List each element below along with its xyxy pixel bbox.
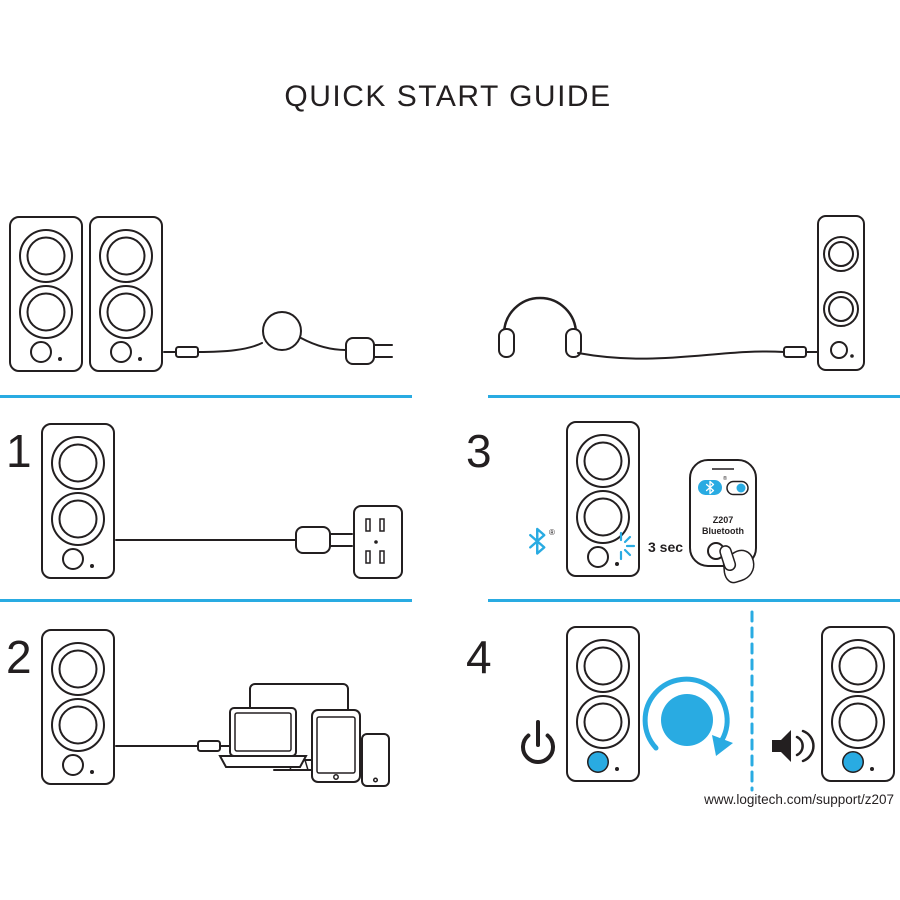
step-3-number: 3	[466, 425, 492, 477]
cable-coil	[262, 311, 302, 351]
rotate-arrow	[642, 676, 730, 751]
bluetooth-icon: ®	[529, 527, 555, 555]
headphone-earcup	[565, 328, 582, 358]
registered-mark: ®	[549, 528, 555, 537]
power-plug-icon	[295, 526, 331, 554]
power-icon	[521, 720, 555, 764]
step-1-section: 1	[6, 423, 403, 579]
device-label-bluetooth: Bluetooth	[702, 526, 744, 536]
phone-icon	[361, 733, 390, 787]
cable-segment	[197, 342, 263, 353]
step-4-section: 4	[466, 610, 895, 792]
power-plug-icon	[345, 337, 375, 365]
toggle-knob	[736, 483, 746, 493]
divider-line	[488, 599, 900, 602]
device-label-model: Z207	[713, 515, 734, 525]
bluetooth-panel-closeup: ® Z207 Bluetooth	[689, 459, 757, 584]
speaker-pair-illustration	[9, 216, 163, 372]
step-2-number: 2	[6, 631, 32, 683]
laptop-screen	[234, 712, 292, 752]
aux-plug-icon	[197, 740, 221, 752]
power-knob-led	[843, 752, 863, 772]
speaker-icon	[41, 629, 115, 785]
headphone-earcup	[498, 328, 515, 358]
divider-line	[0, 599, 412, 602]
registered-mark: ®	[723, 475, 727, 482]
bluetooth-rune-icon	[705, 480, 715, 495]
hold-duration-label: 3 sec	[648, 539, 683, 555]
divider-line	[488, 395, 900, 398]
rotate-arrowhead	[712, 735, 733, 756]
pointing-hand-icon	[719, 545, 755, 584]
headphones-illustration	[498, 215, 865, 371]
volume-icon	[772, 729, 815, 763]
tablet-home-button	[333, 774, 339, 780]
speaker-icon	[9, 216, 83, 372]
tablet-screen	[316, 716, 356, 774]
speaker-icon	[41, 423, 115, 579]
power-cable-illustration	[163, 311, 393, 365]
step-3-section: 3 ® 3 sec ® Z207 Blue	[466, 421, 757, 584]
step-4-number: 4	[466, 631, 492, 683]
volume-knob	[661, 694, 713, 746]
phone-home-button	[372, 777, 379, 783]
speaker-icon	[817, 215, 865, 371]
aux-plug-icon	[783, 346, 807, 358]
support-url: www.logitech.com/support/z207	[703, 792, 894, 807]
led-flash-icon	[619, 531, 636, 561]
speaker-icon	[89, 216, 163, 372]
step-1-number: 1	[6, 425, 32, 477]
aux-plug-icon	[175, 346, 199, 358]
headphone-band	[502, 296, 578, 336]
power-knob-led	[588, 752, 608, 772]
divider-line	[0, 395, 412, 398]
devices-illustration	[218, 683, 390, 787]
laptop-base	[218, 755, 308, 768]
step-2-section: 2	[6, 629, 390, 787]
cable-segment	[300, 337, 347, 351]
rotate-knob-icon	[642, 676, 733, 756]
wall-outlet-icon	[353, 505, 403, 579]
page-title: QUICK START GUIDE	[284, 80, 611, 113]
headphone-cable	[577, 350, 785, 360]
